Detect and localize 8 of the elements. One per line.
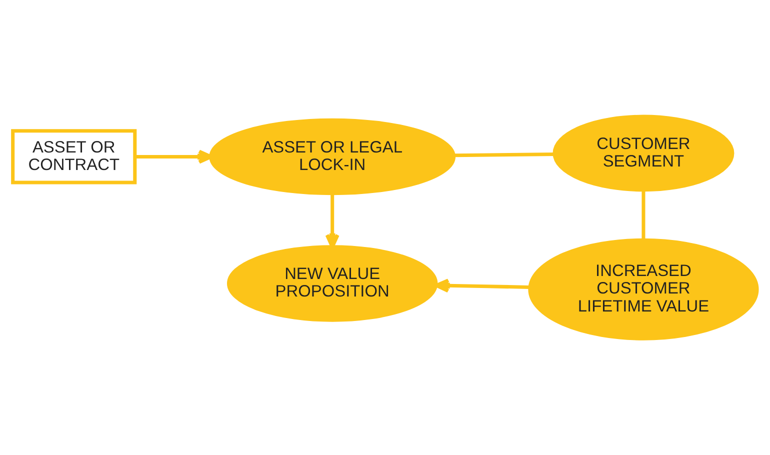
- connector: [454, 152, 554, 158]
- arrow: [434, 278, 530, 293]
- node-ellipse: NEW VALUE PROPOSITION: [226, 245, 438, 322]
- node-ellipse: CUSTOMER SEGMENT: [552, 114, 734, 192]
- node-box: ASSET OR CONTRACT: [11, 129, 137, 184]
- node-ellipse: INCREASED CUSTOMER LIFETIME VALUE: [528, 238, 759, 340]
- connector: [642, 190, 646, 240]
- node-ellipse: ASSET OR LEGAL LOCK-IN: [209, 118, 456, 196]
